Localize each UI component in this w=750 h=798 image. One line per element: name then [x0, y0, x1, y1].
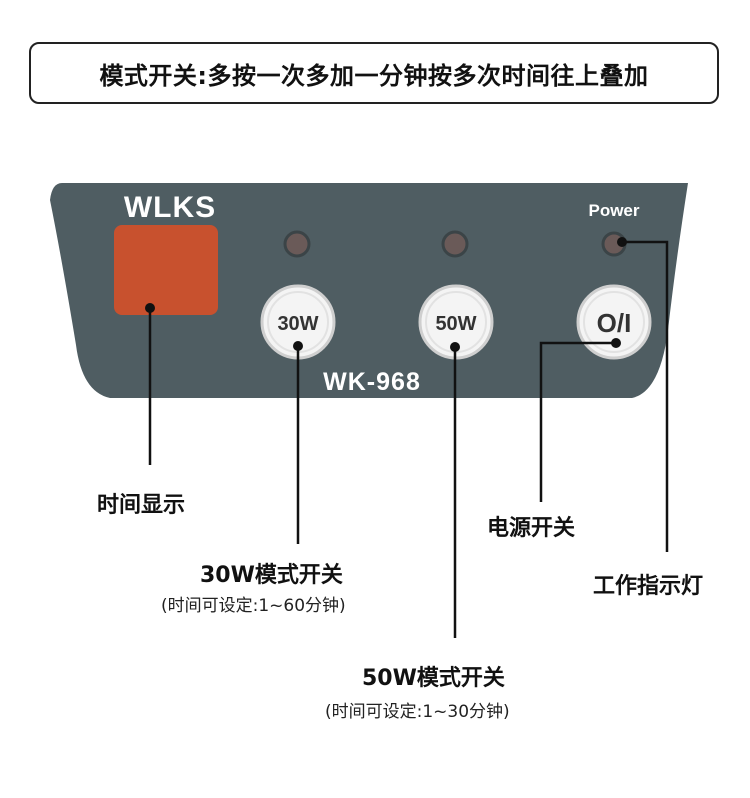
leader-50w [450, 342, 460, 638]
instruction-text: 模式开关:多按一次多加一分钟按多次时间往上叠加 [99, 61, 649, 90]
instruction-banner: 模式开关:多按一次多加一分钟按多次时间往上叠加 [29, 42, 719, 104]
time-display [114, 225, 218, 315]
label-30w-title: 30W模式开关 [200, 563, 343, 588]
leader-time-display [145, 303, 155, 465]
button-30w[interactable]: 30W [260, 284, 336, 360]
leader-power-switch [539, 338, 621, 502]
label-time-display: 时间显示 [97, 493, 186, 518]
brand-logo: WLKS [124, 191, 216, 224]
leader-indicator [617, 237, 669, 552]
led-30w-indicator [283, 230, 311, 258]
power-button-label: O/I [597, 308, 632, 338]
power-button[interactable]: O/I [576, 284, 652, 360]
label-50w-subtitle: (时间可设定:1~30分钟) [325, 702, 510, 722]
label-indicator: 工作指示灯 [593, 574, 704, 599]
leader-30w [293, 341, 303, 544]
led-50w-indicator [441, 230, 469, 258]
label-50w-title: 50W模式开关 [362, 666, 505, 691]
label-30w-subtitle: (时间可设定:1~60分钟) [161, 596, 346, 616]
label-power-switch: 电源开关 [487, 516, 576, 541]
model-number: WK-968 [323, 368, 421, 396]
button-30w-label: 30W [277, 313, 318, 335]
power-label: Power [588, 201, 639, 220]
button-50w-label: 50W [435, 313, 476, 335]
